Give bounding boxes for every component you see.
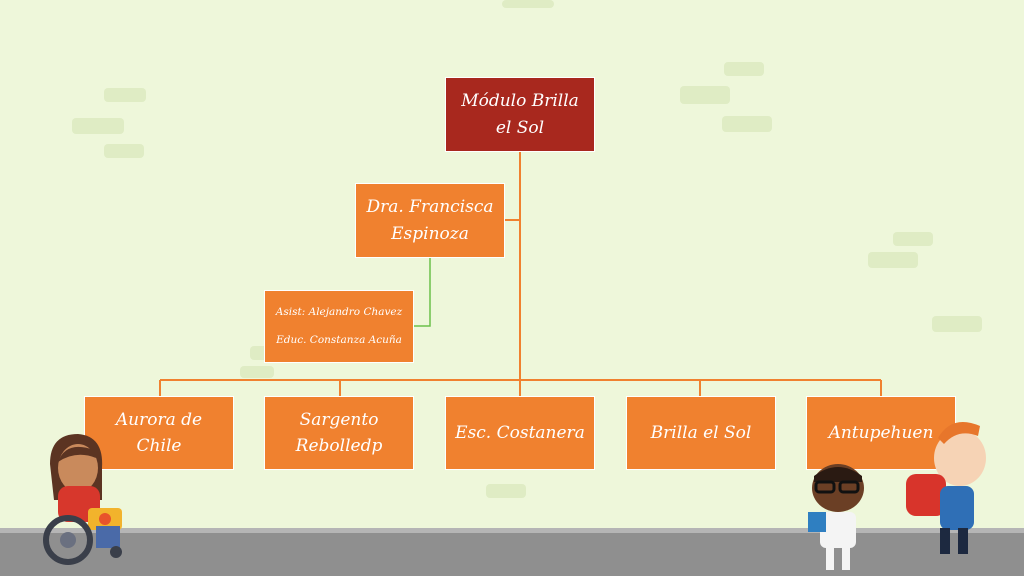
school-node-antupehuen: Antupehuen <box>806 396 956 470</box>
wall-brick <box>104 144 144 158</box>
school-node-aurora: Aurora de Chile <box>84 396 234 470</box>
wall-brick <box>240 366 274 378</box>
school-node-label: Antupehuen <box>828 422 934 443</box>
director-node: Dra. Francisca Espinoza <box>355 183 505 258</box>
wall-brick <box>72 118 124 134</box>
staff-node: Asist: Alejandro Chavez Educ. Constanza … <box>264 290 414 363</box>
school-node-sargento: Sargento Rebolledp <box>264 396 414 470</box>
wall-brick <box>893 232 933 246</box>
school-node-label: Brilla el Sol <box>650 422 752 443</box>
boy-backpack-illustration <box>906 422 986 554</box>
wall-brick <box>486 484 526 498</box>
wall-brick <box>502 0 554 8</box>
director-node-label: Dra. Francisca Espinoza <box>366 197 494 244</box>
root-node: Módulo Brilla el Sol <box>445 77 595 152</box>
staff-connector-line <box>414 258 431 327</box>
school-node-label: Sargento Rebolledp <box>295 409 383 456</box>
girl-wheelchair-illustration <box>43 434 122 565</box>
school-node-label: Esc. Costanera <box>455 422 585 443</box>
staff-educator-label: Educ. Constanza Acuña <box>276 333 402 346</box>
staff-assistant-label: Asist: Alejandro Chavez <box>275 306 403 319</box>
sidewalk-curb <box>0 528 1024 534</box>
boy-glasses-illustration <box>808 464 864 570</box>
wall-brick <box>724 62 764 76</box>
root-node-label: Módulo Brilla el Sol <box>461 91 579 138</box>
school-node-costanera: Esc. Costanera <box>445 396 595 470</box>
school-node-label: Aurora de Chile <box>115 409 203 456</box>
wall-brick <box>680 86 730 104</box>
wall-brick <box>868 252 918 268</box>
school-node-brilla: Brilla el Sol <box>626 396 776 470</box>
wall-brick <box>932 316 982 332</box>
wall-brick <box>722 116 772 132</box>
wall-brick <box>104 88 146 102</box>
